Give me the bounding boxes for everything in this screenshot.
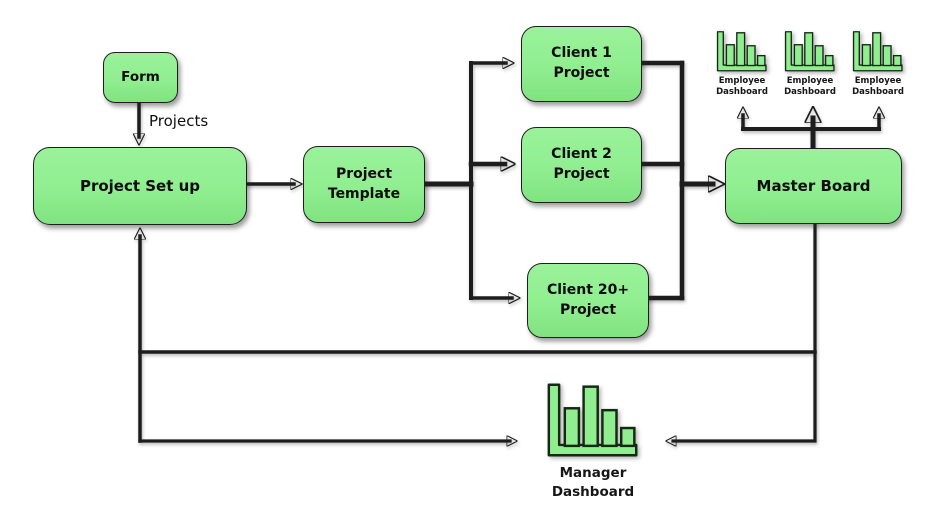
- node-client-2: Client 2 Project: [521, 127, 642, 203]
- edge-label-projects: Projects: [149, 112, 209, 130]
- employee-dashboard-3-bar-chart-icon: [852, 28, 904, 75]
- employee-dashboard-1-label: Employee Dashboard: [716, 76, 768, 98]
- node-client-1-label: Client 1 Project: [551, 45, 612, 81]
- node-project-setup-label: Project Set up: [79, 176, 201, 195]
- manager-dashboard-label: Manager Dashboard: [551, 465, 635, 500]
- node-master-board-label: Master Board: [756, 176, 871, 195]
- node-client-2-label: Client 2 Project: [551, 146, 612, 182]
- employee-dashboard-2-bar-chart-icon: [784, 28, 836, 75]
- node-form: Form: [103, 52, 178, 103]
- employee-dashboard-3-label: Employee Dashboard: [852, 76, 904, 98]
- employee-dashboard-1-bar-chart-icon: [716, 28, 768, 75]
- employee-dashboard-2-label: Employee Dashboard: [784, 76, 836, 98]
- node-project-template: Project Template: [303, 146, 425, 223]
- node-client-1: Client 1 Project: [521, 26, 642, 102]
- node-client-20-plus-label: Client 20+ Project: [546, 281, 630, 318]
- node-project-template-label: Project Template: [327, 165, 401, 202]
- node-client-20-plus: Client 20+ Project: [527, 263, 649, 338]
- node-master-board: Master Board: [725, 148, 902, 224]
- connector-master-to-manager: [673, 220, 817, 441]
- node-form-label: Form: [121, 69, 160, 86]
- node-project-setup: Project Set up: [33, 147, 247, 225]
- manager-dashboard-bar-chart-icon: [546, 379, 640, 462]
